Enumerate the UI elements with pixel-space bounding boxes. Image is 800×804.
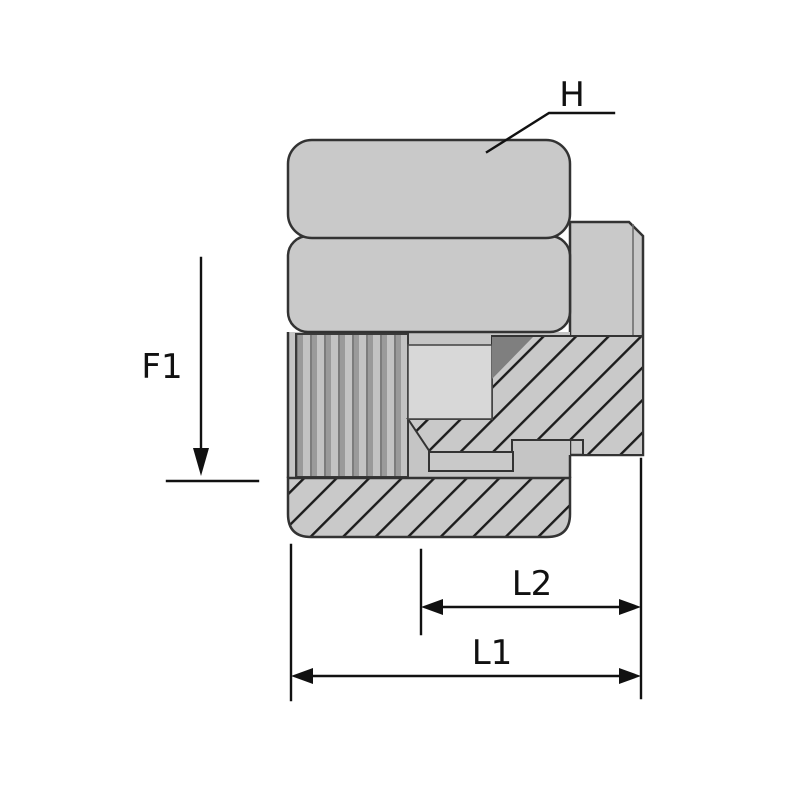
l1-arrow-left: [291, 668, 313, 684]
bore: [407, 344, 493, 420]
label-l2: L2: [512, 564, 553, 604]
f1-arrowhead: [193, 448, 209, 476]
h-leader-line: [485, 111, 616, 154]
dimensions: H F1 L2 L1: [141, 75, 643, 702]
cross-section: [286, 332, 644, 478]
internal-thread: [295, 333, 409, 478]
hex-facet-middle: [286, 234, 572, 334]
l2-arrow-right: [619, 599, 641, 615]
label-f1: F1: [141, 347, 182, 387]
l1-arrow-right: [619, 668, 641, 684]
label-l1: L1: [472, 633, 513, 673]
bottom-facet-section: [286, 476, 572, 539]
section-silhouette: [286, 332, 572, 478]
hex-facet-top: [286, 138, 572, 240]
seat-step: [428, 451, 514, 472]
hex-body: [286, 138, 572, 334]
thread-chamfer: [492, 337, 533, 379]
label-h: H: [559, 75, 585, 115]
l2-arrow-left: [421, 599, 443, 615]
